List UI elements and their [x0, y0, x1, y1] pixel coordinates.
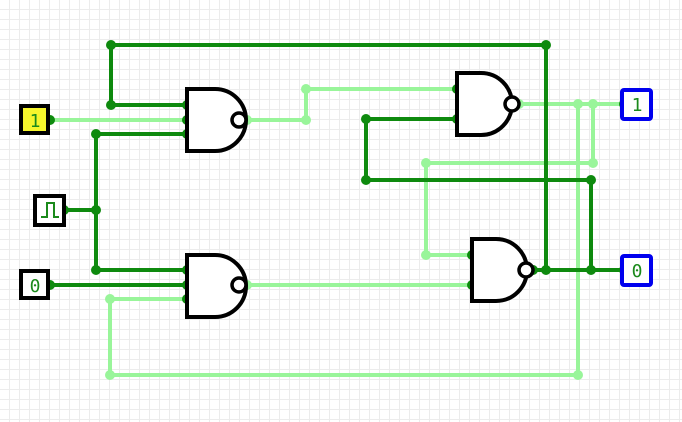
junction-dot	[91, 265, 101, 275]
clock-square-wave-icon	[41, 202, 59, 218]
junction-dot	[421, 250, 431, 260]
junction-dot	[301, 115, 311, 125]
junction-dot	[106, 100, 116, 110]
nand-gate-latch-bottom[interactable]	[470, 237, 535, 303]
junction-dot	[541, 265, 551, 275]
junction-dot	[105, 370, 115, 380]
junction-dot	[301, 84, 311, 94]
junction-dot	[541, 40, 551, 50]
wires	[50, 43, 624, 377]
junction-dot	[588, 158, 598, 168]
junction-dot	[361, 175, 371, 185]
junction-dot	[91, 205, 101, 215]
junction-dot	[586, 175, 596, 185]
junction-dot	[573, 99, 583, 109]
output-pin-q-value: 1	[632, 95, 643, 116]
junction-dot	[573, 370, 583, 380]
output-pin-q-not-value: 0	[632, 261, 643, 282]
nand-gate-input-bottom[interactable]	[185, 253, 248, 319]
junction-dot	[105, 294, 115, 304]
junction-dot	[106, 40, 116, 50]
junction-dot	[91, 129, 101, 139]
wire-gate1-out-to-latch	[247, 87, 457, 122]
junction-dot	[361, 114, 371, 124]
input-pin-top[interactable]: 1	[19, 104, 50, 135]
clock-input[interactable]	[33, 194, 66, 227]
junction-dot	[586, 265, 596, 275]
input-pin-bottom-value: 0	[30, 276, 41, 297]
output-pin-q: 1	[620, 88, 653, 121]
junction-dot	[588, 99, 598, 109]
junction-dot	[421, 158, 431, 168]
nand-gate-input-top[interactable]	[185, 87, 248, 153]
input-pin-bottom[interactable]: 0	[19, 269, 50, 300]
input-pin-top-value: 1	[30, 111, 41, 132]
output-pin-q-not: 0	[620, 254, 653, 287]
nand-gate-latch-top[interactable]	[455, 71, 521, 137]
